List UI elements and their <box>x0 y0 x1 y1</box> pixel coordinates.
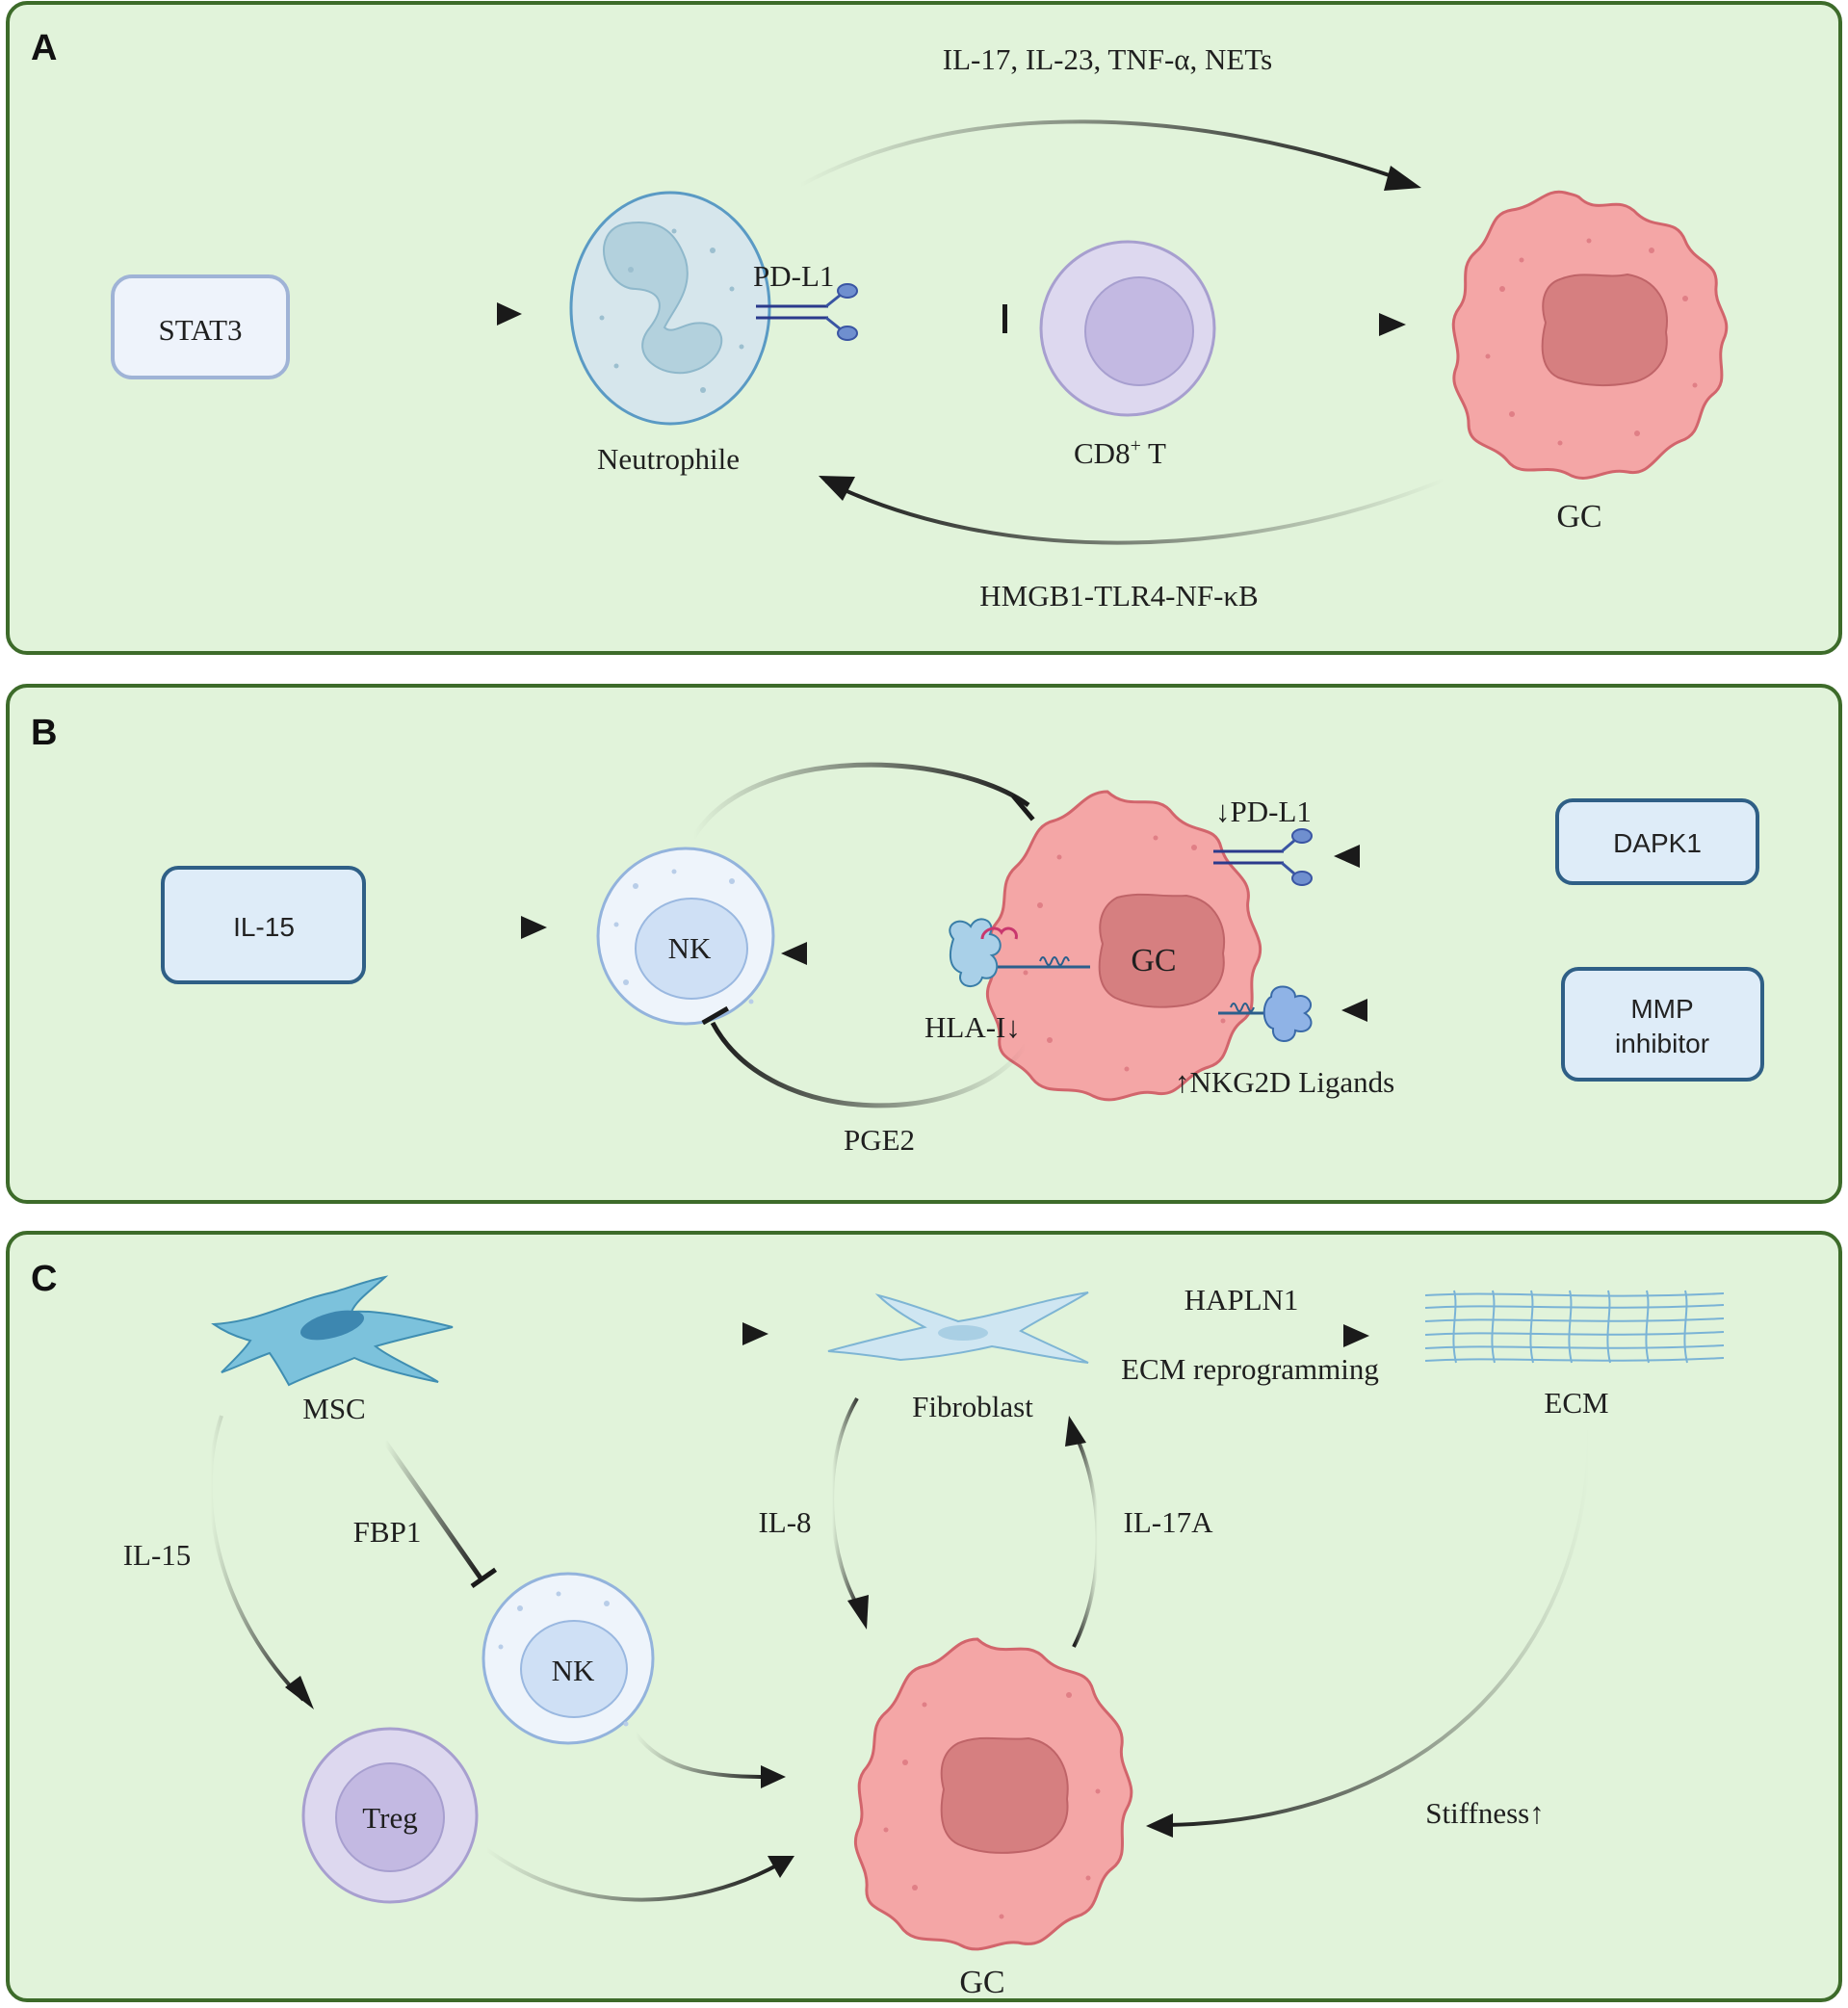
stiffness-label: Stiffness↑ <box>1425 1796 1544 1830</box>
inhibit-gc-nk-pge2-bar <box>701 1005 729 1026</box>
arrow-stat3-neutrophil-head <box>497 302 522 326</box>
arrow-gc-fibroblast-il17a-head <box>1065 1416 1086 1447</box>
arrow-neutrophil-gc-top-head <box>1384 166 1421 191</box>
treg-cell <box>301 1727 479 1904</box>
fbp1-label: FBP1 <box>353 1515 422 1549</box>
arrow-fibroblast-ecm-head <box>1343 1324 1369 1347</box>
arrow-fibroblast-gc-il8 <box>830 1396 864 1615</box>
panel-c-letter: C <box>31 1259 57 1299</box>
mmp-label-line2: inhibitor <box>1615 1029 1709 1058</box>
arrow-msc-treg <box>208 1415 305 1702</box>
cd8-t-cell <box>1039 240 1216 417</box>
msc-nucleus <box>299 1310 365 1341</box>
gc-nucleus-b <box>1098 893 1225 1008</box>
dapk1-label: DAPK1 <box>1613 828 1702 858</box>
arrow-ecm-gc <box>1166 1429 1591 1827</box>
top-signal-label: IL-17, IL-23, TNF-α, NETs <box>943 42 1272 76</box>
gc-label-c: GC <box>959 1965 1004 2000</box>
nkg2d-label: ↑NKG2D Ligands <box>1175 1065 1394 1099</box>
inhibit-msc-nk <box>382 1440 484 1581</box>
arrow-mmp-nkg2d-head <box>1341 999 1367 1022</box>
neutrophil-nucleus <box>603 222 723 375</box>
pdl1-down-label: ↓PD-L1 <box>1215 795 1312 828</box>
inhibit-msc-nk-bar <box>470 1567 498 1589</box>
stat3-label: STAT3 <box>158 313 242 347</box>
il15-box: IL-15 <box>161 866 366 984</box>
panel-c: C MSC Fibroblast HAPLN1 ECM reprogrammin… <box>6 1231 1842 2002</box>
arrow-fibroblast-gc-il8-head <box>847 1595 869 1630</box>
arrow-ecm-gc-head <box>1146 1813 1173 1838</box>
arrow-gc-neutrophil-bottom-head <box>819 476 855 501</box>
fibroblast-cell <box>827 1291 1089 1364</box>
gc-cell-a <box>1451 190 1729 480</box>
arrow-gc-nk-head <box>781 942 807 965</box>
panel-a-letter: A <box>31 28 57 68</box>
inhibit-neutrophil-cd8-bar <box>1002 304 1007 333</box>
arrow-gc-neutrophil-bottom <box>825 478 1445 545</box>
gc-label-b: GC <box>1131 943 1176 978</box>
nk-cell-c <box>482 1572 655 1745</box>
pdl1-receptor-icon <box>756 283 858 341</box>
nk-label-c: NK <box>552 1654 595 1687</box>
mmp-label-line1: MMP <box>1630 994 1693 1024</box>
mmp-inhibitor-box: MMP inhibitor <box>1561 967 1764 1082</box>
il15-box-label: IL-15 <box>233 912 295 942</box>
panel-b: B IL-15 NK GC <box>6 684 1842 1204</box>
ecm-mesh-icon <box>1424 1290 1725 1364</box>
dapk1-box: DAPK1 <box>1555 798 1759 885</box>
arrow-nk-gc-head <box>761 1765 786 1788</box>
gc-label-a: GC <box>1556 499 1601 535</box>
nk-label-b: NK <box>668 931 712 965</box>
inhibit-nk-gc-top <box>690 762 1030 840</box>
arrow-il15-nk-head <box>521 916 547 939</box>
panel-a-frame <box>6 1 1842 655</box>
neutrophile-label: Neutrophile <box>597 442 740 476</box>
ecm-reprogramming-label: ECM reprogramming <box>1121 1352 1379 1386</box>
arrow-msc-fibroblast-head <box>742 1322 768 1345</box>
pge2-label: PGE2 <box>844 1123 915 1157</box>
panel-b-letter: B <box>31 713 57 753</box>
arrow-treg-gc <box>484 1847 781 1902</box>
arrow-cd8-gc-head <box>1379 313 1406 336</box>
il15-label-c: IL-15 <box>123 1538 192 1572</box>
msc-cell <box>211 1275 454 1387</box>
arrow-neutrophil-gc-top <box>798 119 1407 188</box>
arrow-treg-gc-head <box>768 1856 794 1878</box>
hla-i-icon <box>949 918 1090 987</box>
hla-label: HLA-I↓ <box>924 1010 1021 1044</box>
fibroblast-label: Fibroblast <box>912 1390 1033 1423</box>
pdl1-label: PD-L1 <box>753 259 834 293</box>
gc-cell-c <box>853 1637 1133 1951</box>
stat3-box: STAT3 <box>111 274 290 379</box>
ecm-label: ECM <box>1544 1386 1608 1420</box>
bottom-signal-label: HMGB1-TLR4-NF-κB <box>979 579 1258 613</box>
gc-nucleus-a <box>1541 273 1668 386</box>
panel-a: A STAT3 PD-L1 Neutrophile <box>6 1 1842 655</box>
nkg2d-ligand-icon <box>1218 985 1313 1042</box>
inhibit-gc-nk-pge2 <box>710 1021 1028 1108</box>
gc-nucleus-c <box>940 1736 1069 1854</box>
il17a-label: IL-17A <box>1124 1505 1214 1539</box>
treg-label: Treg <box>362 1801 417 1835</box>
fibroblast-nucleus <box>938 1325 988 1341</box>
arrow-msc-treg-head <box>285 1676 314 1709</box>
arrow-gc-fibroblast-il17a <box>1072 1434 1100 1648</box>
hapln1-label: HAPLN1 <box>1184 1283 1299 1317</box>
arrow-nk-gc <box>634 1732 771 1779</box>
il8-label: IL-8 <box>758 1505 811 1539</box>
inhibit-nk-gc-top-bar <box>1011 794 1035 821</box>
neutrophil-cell <box>569 191 771 426</box>
pdl1-receptor-icon-b <box>1213 828 1313 886</box>
gc-cell-b <box>985 790 1262 1102</box>
msc-label: MSC <box>302 1392 365 1425</box>
panel-b-frame <box>6 684 1842 1204</box>
nk-cell-b <box>596 847 775 1026</box>
cd8-label: CD8+ T <box>1074 435 1166 470</box>
arrow-dapk1-pdl1-head <box>1334 845 1360 868</box>
